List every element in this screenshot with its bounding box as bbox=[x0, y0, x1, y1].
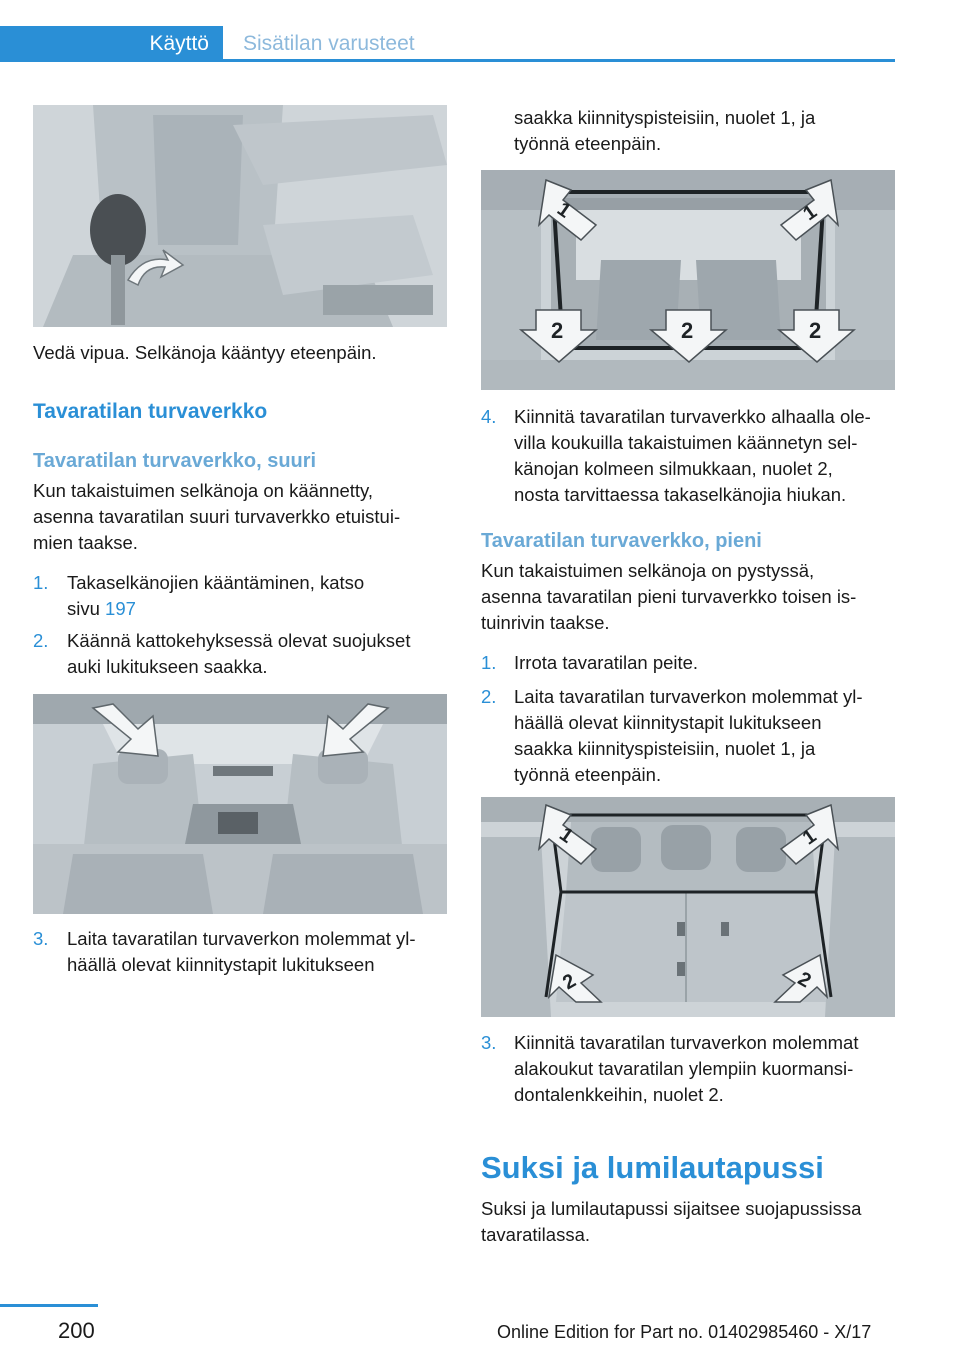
page-number: 200 bbox=[58, 1318, 95, 1343]
small-step-2-line-1: Laita tavaratilan turvaverkon molemmat y… bbox=[514, 686, 863, 707]
continued-line-2: työnnä eteenpäin. bbox=[514, 133, 662, 154]
caption-seat-lever: Vedä vipua. Selkänoja kääntyy eteenpäin. bbox=[33, 342, 377, 363]
page-reference-link[interactable]: 197 bbox=[105, 598, 136, 619]
small-step-3-line-1: Kiinnitä tavaratilan turvaverkon molemma… bbox=[514, 1032, 859, 1053]
step-1-line-2: sivu 197 bbox=[67, 596, 136, 622]
large-net-illustration: 1 1 2 2 2 bbox=[481, 170, 895, 390]
small-step-3-line-2: alakoukut tavaratilan ylempiin kuormansi… bbox=[514, 1058, 854, 1079]
step-2-line-1: Käännä kattokehyksessä olevat suojukset bbox=[67, 630, 411, 651]
step-4-line-1: Kiinnitä tavaratilan turvaverkko alhaall… bbox=[514, 406, 871, 427]
continued-line-1: saakka kiinnityspisteisiin, nuolet 1, ja bbox=[514, 107, 816, 128]
step-number-1: 1. bbox=[33, 572, 49, 593]
heading-cargo-net: Tavaratilan turvaverkko bbox=[33, 400, 268, 423]
ski-text-line-1: Suksi ja lumilautapussi sijaitsee suojap… bbox=[481, 1198, 862, 1219]
small-step-1-line: Irrota tavaratilan peite. bbox=[514, 652, 699, 673]
page-header: Käyttö Sisätilan varusteet bbox=[0, 26, 895, 62]
heading-cargo-net-small: Tavaratilan turvaverkko, pieni bbox=[481, 530, 762, 552]
intro-line-2: asenna tavaratilan suuri turvaverkko etu… bbox=[33, 506, 401, 527]
small-intro-line-1: Kun takaistuimen selkänoja on pystyssä, bbox=[481, 560, 815, 581]
small-step-2-line-4: työnnä eteenpäin. bbox=[514, 764, 662, 785]
small-step-2-line-3: saakka kiinnityspisteisiin, nuolet 1, ja bbox=[514, 738, 816, 759]
edition-note: Online Edition for Part no. 01402985460 … bbox=[497, 1322, 872, 1342]
small-step-3-line-3: dontalenkkeihin, nuolet 2. bbox=[514, 1084, 724, 1105]
small-step-number-1: 1. bbox=[481, 652, 497, 673]
tab-sisatilan-varusteet[interactable]: Sisätilan varusteet bbox=[243, 32, 415, 55]
step-number-3: 3. bbox=[33, 928, 49, 949]
step-2-line-2: auki lukitukseen saakka. bbox=[67, 656, 268, 677]
step-4-line-3: känojan kolmeen silmukkaan, nuolet 2, bbox=[514, 458, 833, 479]
small-intro-line-3: tuinrivin taakse. bbox=[481, 612, 610, 633]
step-4-line-2: villa koukuilla takaistuimen käännetyn s… bbox=[514, 432, 858, 453]
step-number-4: 4. bbox=[481, 406, 497, 427]
seat-lever-illustration bbox=[33, 105, 447, 327]
small-step-number-3: 3. bbox=[481, 1032, 497, 1053]
net-large-label-2a: 2 bbox=[551, 318, 563, 343]
roof-cover-illustration bbox=[33, 694, 447, 914]
small-step-number-2: 2. bbox=[481, 686, 497, 707]
header-rule bbox=[0, 59, 895, 62]
small-intro-line-2: asenna tavaratilan pieni turvaverkko toi… bbox=[481, 586, 857, 607]
net-large-label-2c: 2 bbox=[809, 318, 821, 343]
step-1-line-1: Takaselkänojien kääntäminen, katso bbox=[67, 572, 365, 593]
small-net-illustration: 1 1 2 2 bbox=[481, 797, 895, 1017]
intro-line-3: mien taakse. bbox=[33, 532, 138, 553]
step-3-line-2: häällä olevat kiinnitystapit lukitukseen bbox=[67, 954, 375, 975]
net-large-label-2b: 2 bbox=[681, 318, 693, 343]
tab-kaytto[interactable]: Käyttö bbox=[0, 26, 223, 62]
small-step-2-line-2: häällä olevat kiinnitystapit lukitukseen bbox=[514, 712, 822, 733]
footer-rule bbox=[0, 1304, 98, 1307]
intro-line-1: Kun takaistuimen selkänoja on käännetty, bbox=[33, 480, 374, 501]
step-number-2: 2. bbox=[33, 630, 49, 651]
step-4-line-4: nosta tarvittaessa takaselkänojia hiukan… bbox=[514, 484, 847, 505]
heading-cargo-net-large: Tavaratilan turvaverkko, suuri bbox=[33, 450, 317, 472]
ski-text-line-2: tavaratilassa. bbox=[481, 1224, 590, 1245]
heading-ski-bag: Suksi ja lumilautapussi bbox=[481, 1150, 824, 1185]
step-3-line-1: Laita tavaratilan turvaverkon molemmat y… bbox=[67, 928, 416, 949]
step-1-prefix: sivu bbox=[67, 598, 106, 619]
